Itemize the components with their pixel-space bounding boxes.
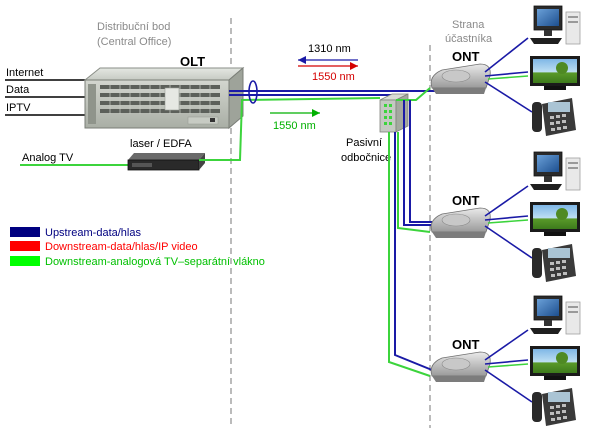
legend-swatch-downstream — [10, 241, 40, 251]
subscriber-devices-2 — [530, 151, 581, 282]
tv-icon — [530, 56, 580, 90]
fiber-ont3-green — [388, 132, 431, 377]
wavelength-tv-label: 1550 nm — [273, 120, 316, 132]
pc-icon — [530, 295, 581, 335]
ont-icon — [430, 351, 491, 382]
ip-phone-icon — [532, 98, 576, 136]
pc-icon — [530, 5, 581, 45]
splitter-label-2: odbočnice — [341, 152, 391, 164]
tv-icon — [530, 202, 580, 236]
laser-edfa-icon — [127, 153, 205, 171]
laser-label: laser / EDFA — [130, 138, 192, 150]
legend-swatch-analog — [10, 256, 40, 266]
olt-chassis-icon — [83, 66, 245, 130]
wavelength-down-arrow — [298, 62, 358, 70]
iptv-label: IPTV — [6, 102, 31, 114]
ont2-tv-link — [487, 219, 529, 224]
wavelength-down-label: 1550 nm — [312, 71, 355, 83]
ont3-device-links — [484, 329, 533, 403]
subscriber-label-2: účastníka — [445, 33, 493, 45]
subscriber-label-1: Strana — [452, 19, 485, 31]
tv-fiber-to-splitter — [199, 97, 381, 161]
ip-phone-icon — [532, 244, 576, 282]
fiber-bundle-ring — [248, 80, 258, 104]
analog-tv-label: Analog TV — [22, 152, 74, 164]
legend-label-analog: Downstream-analogová TV–separátní vlákno — [45, 256, 265, 268]
pc-icon — [530, 151, 581, 191]
data-label: Data — [6, 84, 30, 96]
fiber-ont3-blue — [394, 132, 433, 371]
legend-label-downstream: Downstream-data/hlas/IP video — [45, 241, 198, 253]
ip-phone-icon — [532, 388, 576, 426]
legend-label-upstream: Upstream-data/hlas — [45, 227, 141, 239]
ont1-device-links — [484, 37, 533, 113]
legend-swatch-upstream — [10, 227, 40, 237]
ont1-label: ONT — [452, 49, 480, 64]
wavelength-up-label: 1310 nm — [308, 43, 351, 55]
ont3-tv-link — [487, 363, 529, 368]
ont2-device-links — [484, 185, 533, 259]
ont2-label: ONT — [452, 193, 480, 208]
central-office-label-2: (Central Office) — [97, 36, 171, 48]
fiber-ont2-blue — [403, 100, 432, 226]
central-office-label-1: Distribuční bod — [97, 21, 170, 33]
internet-label: Internet — [6, 67, 43, 79]
ont-icon — [430, 63, 491, 94]
ont3-label: ONT — [452, 337, 480, 352]
legend: Upstream-data/hlas Downstream-data/hlas/… — [10, 227, 265, 268]
fiber-ont2-blue-2 — [409, 100, 432, 223]
ont-icon — [430, 207, 491, 238]
wavelength-tv-arrow — [270, 109, 320, 117]
tv-icon — [530, 346, 580, 380]
olt-label: OLT — [180, 54, 205, 69]
fiber-ont2-green — [397, 132, 431, 233]
subscriber-devices-3 — [530, 295, 581, 426]
ont1-tv-link — [487, 75, 529, 80]
tv-fiber-ont1 — [396, 87, 431, 101]
splitter-label-1: Pasivní — [346, 137, 382, 149]
wavelength-up-arrow — [298, 56, 358, 64]
subscriber-devices-1 — [530, 5, 581, 136]
